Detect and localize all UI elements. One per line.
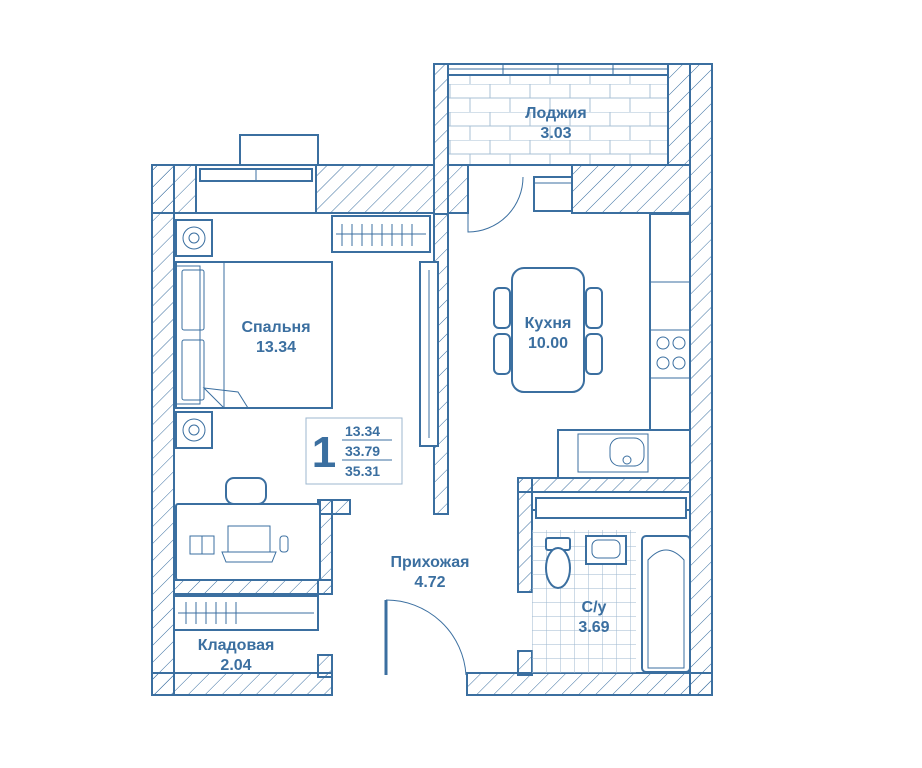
bedroom-furniture — [175, 215, 439, 581]
bedroom-name: Спальня — [241, 319, 310, 336]
total-area-value: 33.79 — [345, 443, 380, 459]
storage-wardrobe — [173, 595, 319, 631]
hallway-name: Прихожая — [391, 554, 470, 571]
rooms-count: 1 — [312, 428, 336, 477]
bathroom — [531, 491, 691, 673]
total-area-with-loggia-value: 35.31 — [345, 463, 380, 479]
hallway-area: 4.72 — [414, 574, 445, 591]
kitchen-name: Кухня — [525, 315, 572, 332]
loggia-name: Лоджия — [525, 105, 586, 122]
bedroom-area: 13.34 — [256, 339, 296, 356]
bedroom-window — [195, 134, 319, 214]
loggia — [447, 63, 669, 233]
kitchen-furniture — [493, 213, 691, 479]
kitchen-area: 10.00 — [528, 335, 568, 352]
bathroom-area: 3.69 — [578, 619, 609, 636]
summary-box — [305, 417, 403, 485]
loggia-area: 3.03 — [540, 125, 571, 142]
bathroom-name: С/у — [582, 599, 607, 616]
living-area-value: 13.34 — [345, 423, 380, 439]
storage-area: 2.04 — [220, 657, 251, 674]
storage-name: Кладовая — [198, 637, 275, 654]
entrance-door — [384, 599, 467, 676]
